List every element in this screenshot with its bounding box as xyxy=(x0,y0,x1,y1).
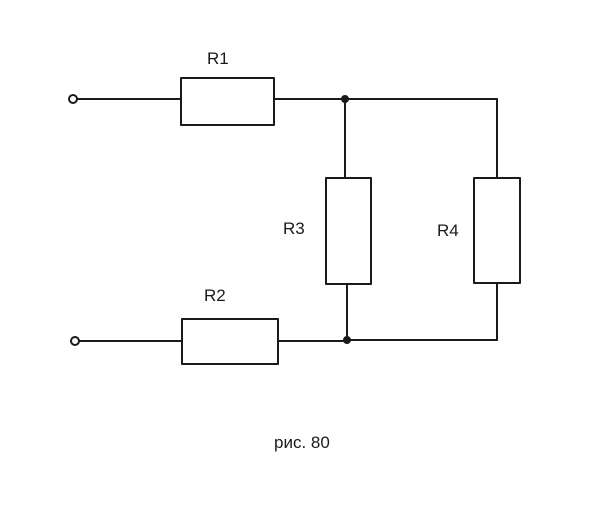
terminal-top xyxy=(68,94,78,104)
label-r2: R2 xyxy=(204,286,226,305)
resistor-r3 xyxy=(325,177,372,285)
terminal-bottom xyxy=(70,336,80,346)
label-r1: R1 xyxy=(207,49,229,68)
label-r3: R3 xyxy=(283,219,305,238)
resistor-r2 xyxy=(181,318,279,365)
label-r4: R4 xyxy=(437,221,459,240)
junction-node-bottom xyxy=(343,336,351,344)
junction-node-top xyxy=(341,95,349,103)
figure-caption: рис. 80 xyxy=(274,433,330,452)
resistor-r1 xyxy=(180,77,275,126)
resistor-r4 xyxy=(473,177,521,284)
